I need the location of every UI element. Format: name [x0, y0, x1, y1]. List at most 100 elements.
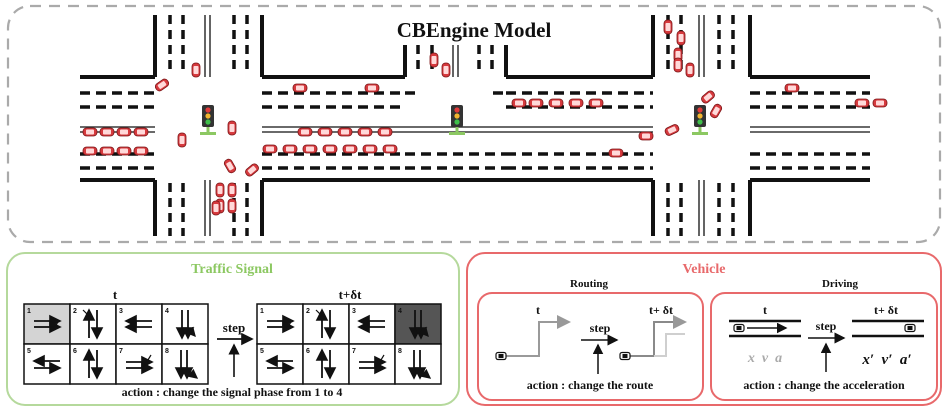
- phase-cell: 7: [115, 343, 163, 385]
- driving-vars-before: x v a: [747, 351, 782, 366]
- phase-number: 1: [27, 308, 31, 315]
- phase-number: 2: [306, 308, 310, 315]
- car-icon: [116, 146, 132, 156]
- car-icon: [377, 127, 393, 137]
- phase-cell: 2: [302, 303, 350, 345]
- phase-cell: 3: [348, 303, 396, 345]
- phase-cell: 1: [23, 303, 71, 345]
- phase-grid-before-label: t: [113, 287, 118, 302]
- road-network: [80, 15, 870, 236]
- car-icon: [904, 323, 916, 333]
- driving-t2-label: t+ δt: [874, 303, 898, 317]
- car-icon: [701, 90, 715, 104]
- car-icon: [116, 127, 132, 137]
- car-icon: [227, 182, 237, 198]
- car-icon: [854, 98, 870, 108]
- phase-arrow: [418, 326, 429, 338]
- phase-arrow: [34, 319, 60, 328]
- car-icon: [357, 127, 373, 137]
- car-icon: [99, 127, 115, 137]
- car-icon: [227, 120, 237, 136]
- car-icon: [297, 127, 313, 137]
- phase-cell: 8: [161, 343, 209, 385]
- routing-action-text: action : change the route: [527, 378, 654, 392]
- phase-cell: 5: [256, 343, 304, 385]
- phase-number: 3: [352, 308, 356, 315]
- phase-cell: 1: [256, 303, 304, 345]
- car-icon: [342, 144, 358, 154]
- driving-t-label: t: [763, 303, 767, 317]
- car-icon: [664, 124, 680, 136]
- car-icon: [382, 144, 398, 154]
- car-icon: [685, 62, 695, 78]
- driving-action-text: action : change the acceleration: [743, 378, 905, 392]
- car-icon: [223, 158, 237, 174]
- traffic-signal-title: Traffic Signal: [191, 262, 273, 277]
- routing-t2-label: t+ δt: [649, 303, 673, 317]
- phase-number: 6: [306, 348, 310, 355]
- car-icon: [191, 62, 201, 78]
- car-icon: [292, 83, 308, 93]
- phase-number: 5: [260, 348, 264, 355]
- driving-step-label: step: [816, 319, 837, 333]
- route-before: [506, 315, 571, 357]
- phase-arrow: [82, 309, 90, 317]
- phase-number: 7: [352, 348, 356, 355]
- routing-t-label: t: [536, 303, 540, 317]
- car-icon: [317, 127, 333, 137]
- car-icon: [227, 198, 237, 214]
- phase-cell: 4: [394, 303, 442, 345]
- phase-arrow: [315, 309, 323, 317]
- car-icon: [82, 146, 98, 156]
- car-icon: [784, 83, 800, 93]
- vehicle-panel: [466, 252, 942, 406]
- phase-grid-after: 1 2 3 4 5 6 7 8: [256, 303, 442, 385]
- phase-arrow: [267, 319, 293, 328]
- route-after-old: [630, 315, 687, 357]
- car-icon: [872, 98, 888, 108]
- car-icon: [362, 144, 378, 154]
- phase-arrow: [419, 368, 432, 379]
- phase-cell: 6: [69, 343, 117, 385]
- car-icon: [211, 200, 221, 216]
- phase-number: 8: [398, 348, 402, 355]
- car-icon: [364, 83, 380, 93]
- phase-number: 5: [27, 348, 31, 355]
- vehicles: [82, 19, 888, 216]
- car-icon: [676, 30, 686, 46]
- cbengine-model-panel: [6, 4, 942, 244]
- car-icon: [177, 132, 187, 148]
- car-icon: [495, 351, 507, 361]
- car-icon: [302, 144, 318, 154]
- car-icon: [215, 182, 225, 198]
- phase-number: 8: [165, 348, 169, 355]
- routing-title: Routing: [570, 278, 608, 290]
- car-icon: [608, 148, 624, 158]
- phase-cell: 7: [348, 343, 396, 385]
- traffic-signal-panel: [6, 252, 460, 406]
- car-icon: [511, 98, 527, 108]
- phase-number: 3: [119, 308, 123, 315]
- phase-number: 1: [260, 308, 264, 315]
- phase-number: 4: [398, 308, 402, 315]
- phase-cell: 4: [161, 303, 209, 345]
- car-icon: [568, 98, 584, 108]
- car-icon: [548, 98, 564, 108]
- phase-cell: 5: [23, 343, 71, 385]
- car-icon: [262, 144, 278, 154]
- car-icon: [673, 57, 683, 73]
- car-icon: [588, 98, 604, 108]
- phase-arrow: [186, 368, 199, 379]
- phase-number: 4: [165, 308, 169, 315]
- routing-box: [477, 292, 704, 401]
- car-icon: [619, 351, 631, 361]
- phase-cell: 2: [69, 303, 117, 345]
- phase-cell: 6: [302, 343, 350, 385]
- car-icon: [528, 98, 544, 108]
- phase-cell: 3: [115, 303, 163, 345]
- traffic-light-icon: [692, 105, 708, 135]
- phase-cell: 8: [394, 343, 442, 385]
- driving-title: Driving: [822, 278, 859, 290]
- car-icon: [154, 78, 170, 92]
